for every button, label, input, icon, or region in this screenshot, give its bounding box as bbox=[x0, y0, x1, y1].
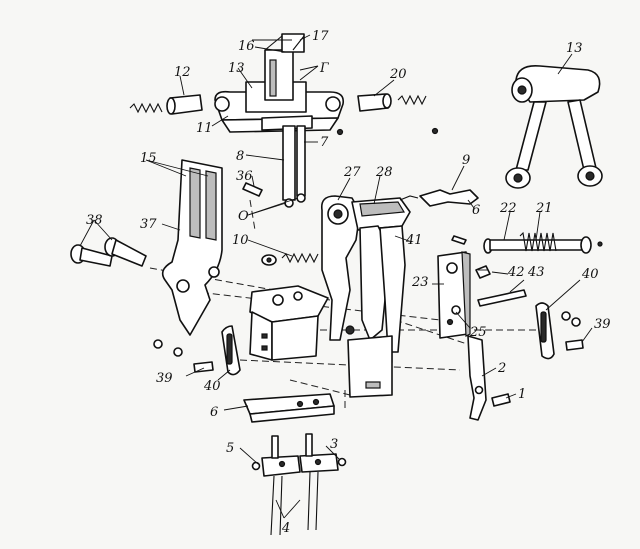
shaft-21-22 bbox=[451, 231, 603, 254]
callout-21: 21 bbox=[535, 201, 553, 216]
callout-13-left: 13 bbox=[228, 61, 245, 76]
callout-g: Г bbox=[319, 61, 329, 76]
callout-20: 20 bbox=[389, 67, 407, 82]
lever-2 bbox=[467, 335, 511, 421]
plate-9 bbox=[419, 189, 479, 207]
bracket-23 bbox=[437, 251, 491, 339]
callout-1: 1 bbox=[518, 387, 526, 402]
callout-5: 5 bbox=[226, 441, 234, 456]
main-housing bbox=[320, 195, 419, 398]
screws-38 bbox=[70, 237, 147, 267]
callout-39-right: 39 bbox=[594, 317, 611, 332]
screws-39-left bbox=[153, 339, 214, 373]
needle-bar-carrier bbox=[214, 33, 439, 136]
callout-28: 28 bbox=[375, 165, 393, 180]
pin-20 bbox=[357, 93, 392, 112]
callout-40-right: 40 bbox=[581, 267, 599, 282]
callout-43: 43 bbox=[527, 265, 545, 280]
guide-arm-37 bbox=[161, 159, 223, 336]
callout-2: 2 bbox=[497, 361, 506, 376]
callout-40-left: 40 bbox=[203, 379, 221, 394]
callout-22: 22 bbox=[499, 201, 517, 216]
callout-38: 38 bbox=[86, 213, 103, 228]
callout-36: 36 bbox=[236, 169, 253, 184]
callout-9: 9 bbox=[462, 153, 470, 168]
callout-6-top: 6 bbox=[472, 203, 480, 218]
callout-o: О bbox=[238, 209, 249, 224]
callout-37: 37 bbox=[140, 217, 157, 232]
yoke-13 bbox=[505, 64, 603, 189]
screws-39-right bbox=[561, 311, 584, 351]
callout-17: 17 bbox=[312, 29, 329, 44]
callout-42: 42 bbox=[507, 265, 525, 280]
pin-43 bbox=[477, 289, 527, 307]
callout-7: 7 bbox=[320, 135, 329, 150]
callout-12: 12 bbox=[174, 65, 191, 80]
needle-bar-8 bbox=[282, 125, 306, 208]
callout-11: 11 bbox=[196, 121, 213, 136]
needle-holder-assembly bbox=[251, 433, 347, 536]
callout-labels: 16 17 Г 13 12 20 11 8 7 15 36 О 10 37 38… bbox=[86, 29, 611, 536]
slot-plate-40-left bbox=[221, 325, 241, 376]
presser-block bbox=[249, 285, 355, 361]
callout-15: 15 bbox=[140, 151, 157, 166]
callout-13-right: 13 bbox=[566, 41, 583, 56]
callout-4: 4 bbox=[281, 521, 290, 536]
leader-lines bbox=[79, 34, 593, 519]
pin-12 bbox=[166, 94, 203, 115]
foot-plate-6 bbox=[243, 393, 335, 423]
spring-right bbox=[397, 94, 427, 106]
screw-36 bbox=[242, 182, 263, 197]
spring-left bbox=[129, 102, 163, 114]
callout-41: 41 bbox=[405, 233, 423, 248]
spring-10 bbox=[261, 252, 319, 266]
slot-plate-40-right bbox=[535, 302, 555, 360]
callout-27: 27 bbox=[343, 165, 361, 180]
callout-25: 25 bbox=[469, 325, 487, 340]
callout-10: 10 bbox=[232, 233, 249, 248]
callout-6-bottom: 6 bbox=[210, 405, 218, 420]
callout-3: 3 bbox=[330, 437, 338, 452]
callout-16: 16 bbox=[238, 39, 255, 54]
callout-23: 23 bbox=[411, 275, 429, 290]
callout-8: 8 bbox=[236, 149, 244, 164]
callout-39-left: 39 bbox=[156, 371, 173, 386]
